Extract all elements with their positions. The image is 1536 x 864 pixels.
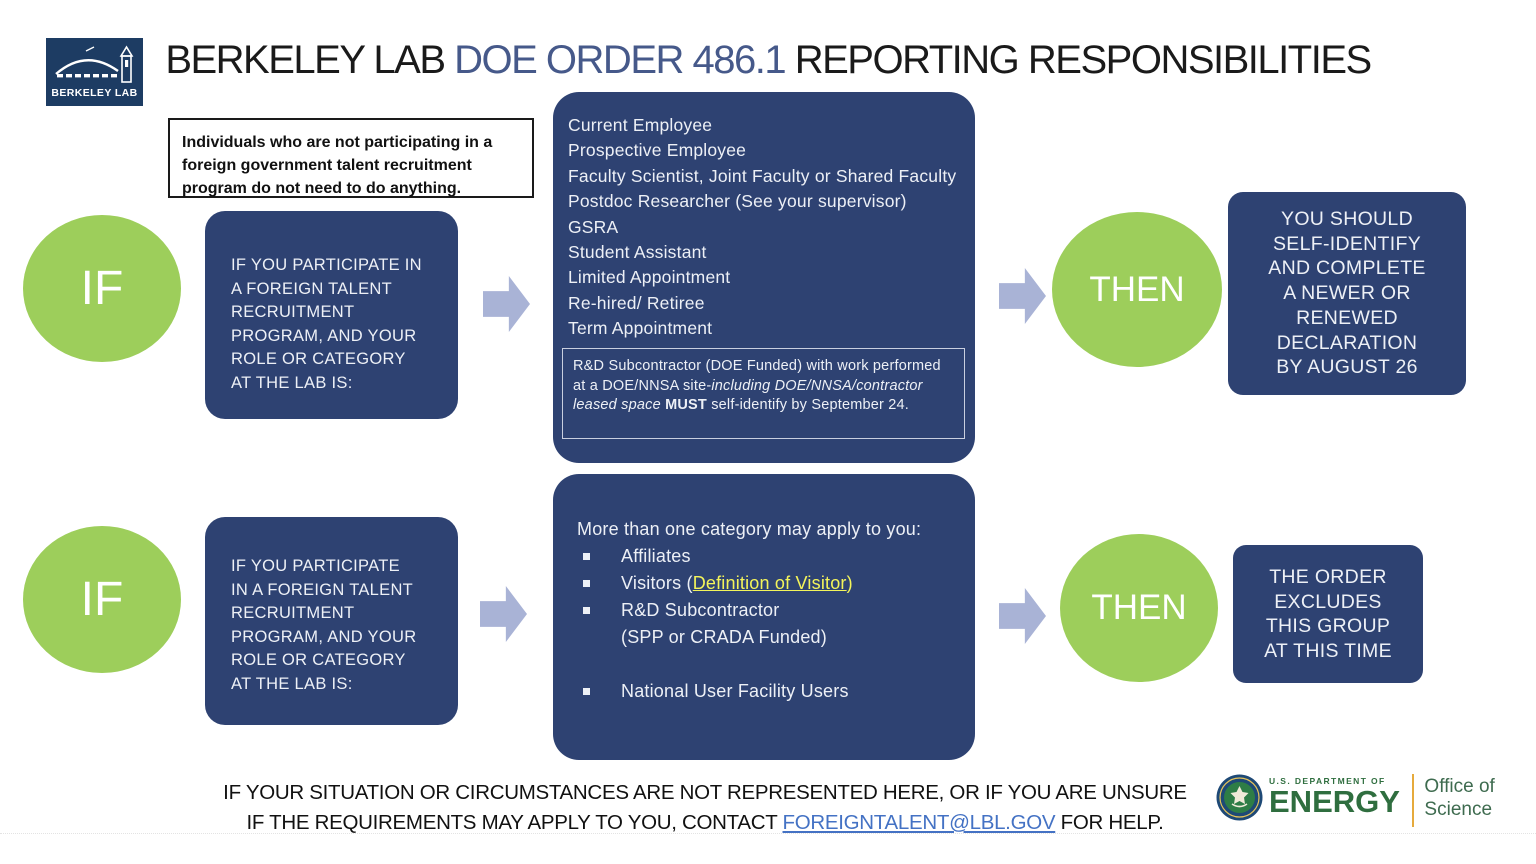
help-text-line2: IF THE REQUIREMENTS MAY APPLY TO YOU, CO…	[160, 808, 1250, 838]
non-participant-note: Individuals who are not participating in…	[168, 118, 534, 198]
condition-box-row1: IF YOU PARTICIPATE IN A FOREIGN TALENT R…	[205, 211, 458, 419]
bullet-item-affiliates: Affiliates	[577, 543, 965, 570]
category-item: Student Assistant	[568, 242, 707, 263]
category-item: Current Employee	[568, 115, 713, 135]
subnote-text-end: self-identify by September 24.	[706, 397, 910, 413]
campanile-tower-icon	[119, 45, 134, 83]
category-item: Limited Appointment	[568, 267, 731, 288]
condition-box-row2: IF YOU PARTICIPATE IN A FOREIGN TALENT R…	[205, 517, 458, 725]
doe-seal-icon	[1216, 774, 1263, 821]
category-item: Re-hired/ Retiree	[568, 292, 705, 313]
subnote-italic-text: including DOE/NNSA/contractor leased spa…	[573, 377, 923, 414]
flow-arrow-icon	[480, 586, 527, 642]
square-bullet-icon	[583, 580, 590, 587]
square-bullet-icon	[583, 688, 590, 695]
berkeley-lab-logo: BERKELEY LAB	[46, 38, 143, 106]
doe-energy-label: ENERGY	[1269, 784, 1400, 819]
square-bullet-icon	[583, 553, 590, 560]
help-text-line1: IF YOUR SITUATION OR CIRCUMSTANCES ARE N…	[223, 781, 1187, 804]
categories-intro: More than one category may apply to you:	[577, 519, 922, 539]
logo-background	[46, 38, 143, 106]
categories-box-row2: More than one category may apply to you:…	[553, 474, 975, 760]
category-item: Postdoc Researcher (See your supervisor)	[568, 191, 907, 212]
help-text-pre: IF THE REQUIREMENTS MAY APPLY TO YOU, CO…	[246, 811, 783, 834]
bullet-item-rd-subcontractor: R&D Subcontractor	[577, 597, 965, 624]
bullet-label: Visitors (Definition of Visitor)	[621, 570, 853, 597]
doe-wordmark: U.S. DEPARTMENT OF ENERGY	[1269, 770, 1400, 817]
bullet-item-national-user-facility: National User Facility Users	[577, 678, 965, 705]
title-part-accent: DOE ORDER 486.1	[454, 38, 786, 82]
flag-icon	[85, 46, 95, 52]
rd-subcontractor-funding-line: (SPP or CRADA Funded)	[621, 627, 827, 647]
logo-wordmark: BERKELEY LAB	[51, 87, 137, 99]
flow-arrow-icon	[483, 276, 530, 332]
doe-dept-label: U.S. DEPARTMENT OF	[1269, 776, 1386, 786]
then-badge-row1: THEN	[1052, 212, 1222, 367]
visitors-text: Visitors (	[621, 573, 693, 593]
square-bullet-icon	[583, 607, 590, 614]
help-text-post: FOR HELP.	[1055, 811, 1164, 834]
flow-arrow-icon	[999, 588, 1046, 644]
result-box-row1: YOU SHOULD SELF-IDENTIFY AND COMPLETE A …	[1228, 192, 1466, 395]
subnote-must-text: MUST	[665, 397, 707, 413]
bullet-item-visitors: Visitors (Definition of Visitor)	[577, 570, 965, 597]
dashed-line-icon	[57, 74, 117, 78]
flow-arrow-icon	[999, 268, 1046, 324]
bullet-label: Affiliates	[621, 546, 691, 566]
categories-box-row1: Current Employee Prospective Employee Fa…	[553, 92, 975, 463]
category-item: Faculty Scientist, Joint Faculty or Shar…	[568, 165, 957, 186]
office-of-science-label: Office of Science	[1424, 775, 1494, 821]
result-box-row2: THE ORDER EXCLUDES THIS GROUP AT THIS TI…	[1233, 545, 1423, 683]
bullet-label: National User Facility Users	[621, 681, 849, 701]
slide-bottom-edge	[0, 833, 1536, 834]
if-badge-row2: IF	[23, 526, 181, 673]
science-line: Science	[1424, 799, 1493, 820]
bullet-label: R&D Subcontractor	[621, 600, 780, 620]
doe-divider	[1411, 774, 1415, 827]
visitors-close-paren: )	[846, 573, 853, 593]
subnote-text: R&D Subcontractor (DOE Funded) with work…	[573, 358, 941, 394]
definition-of-visitor-link[interactable]: Definition of Visitor	[692, 573, 847, 593]
spacer	[577, 651, 965, 678]
category-item: Prospective Employee	[568, 140, 747, 161]
category-item: GSRA	[568, 216, 619, 237]
page-title: BERKELEY LAB DOE ORDER 486.1 REPORTING R…	[0, 38, 1536, 83]
result-text-row1: YOU SHOULD SELF-IDENTIFY AND COMPLETE A …	[1268, 207, 1426, 379]
rd-subcontractor-note: R&D Subcontractor (DOE Funded) with work…	[562, 348, 965, 439]
doe-office-of-science-logo: U.S. DEPARTMENT OF ENERGY Office of Scie…	[1216, 770, 1506, 836]
title-part-1: BERKELEY LAB	[165, 38, 455, 82]
title-part-3: REPORTING RESPONSIBILITIES	[785, 38, 1372, 82]
foreigntalent-email-link[interactable]: FOREIGNTALENT@LBL.GOV	[782, 811, 1056, 834]
help-text: IF YOUR SITUATION OR CIRCUMSTANCES ARE N…	[160, 778, 1250, 838]
if-badge-row1: IF	[23, 215, 181, 362]
category-item: Term Appointment	[568, 318, 713, 339]
then-badge-row2: THEN	[1060, 534, 1218, 682]
office-of-line: Office of	[1424, 776, 1495, 797]
dome-icon	[55, 59, 119, 75]
result-text-row2: THE ORDER EXCLUDES THIS GROUP AT THIS TI…	[1264, 566, 1392, 662]
